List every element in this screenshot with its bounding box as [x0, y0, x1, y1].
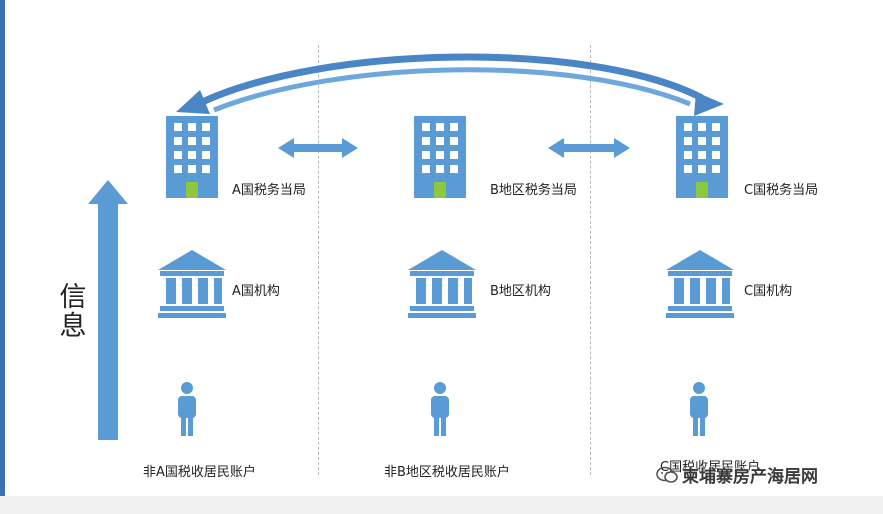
- exchange-arc-arrows: [176, 53, 724, 116]
- info-label: 信 息: [59, 282, 87, 342]
- account-label-c: C国税收居民账户: [660, 460, 761, 475]
- bottom-band: [0, 496, 883, 514]
- institution-bank-icon: [666, 250, 734, 318]
- left-border: [0, 0, 5, 514]
- institution-label-c: C国机构: [744, 284, 793, 299]
- tax-office-building-icon: [166, 116, 218, 198]
- double-arrow-a-b: [278, 138, 358, 158]
- account-holder-person-icon: [690, 382, 708, 436]
- column-divider-2: [590, 45, 591, 475]
- institution-bank-icon: [158, 250, 226, 318]
- authority-label-a: A国税务当局: [232, 183, 306, 198]
- wechat-icon: [656, 466, 678, 483]
- column-divider-1: [318, 45, 319, 475]
- tax-office-building-icon: [676, 116, 728, 198]
- account-label-b: 非B地区税收居民账户: [384, 465, 510, 480]
- authority-label-b: B地区税务当局: [490, 183, 577, 198]
- double-arrow-b-c: [548, 138, 630, 158]
- watermark-text: 柬埔寨房产海居网: [682, 467, 818, 487]
- account-holder-person-icon: [178, 382, 196, 436]
- info-up-arrow: [88, 180, 128, 440]
- account-label-a: 非A国税收居民账户: [143, 465, 256, 480]
- tax-office-building-icon: [414, 116, 466, 198]
- institution-label-b: B地区机构: [490, 284, 551, 299]
- institution-label-a: A国机构: [232, 284, 280, 299]
- authority-label-c: C国税务当局: [744, 183, 819, 198]
- account-holder-person-icon: [431, 382, 449, 436]
- institution-bank-icon: [408, 250, 476, 318]
